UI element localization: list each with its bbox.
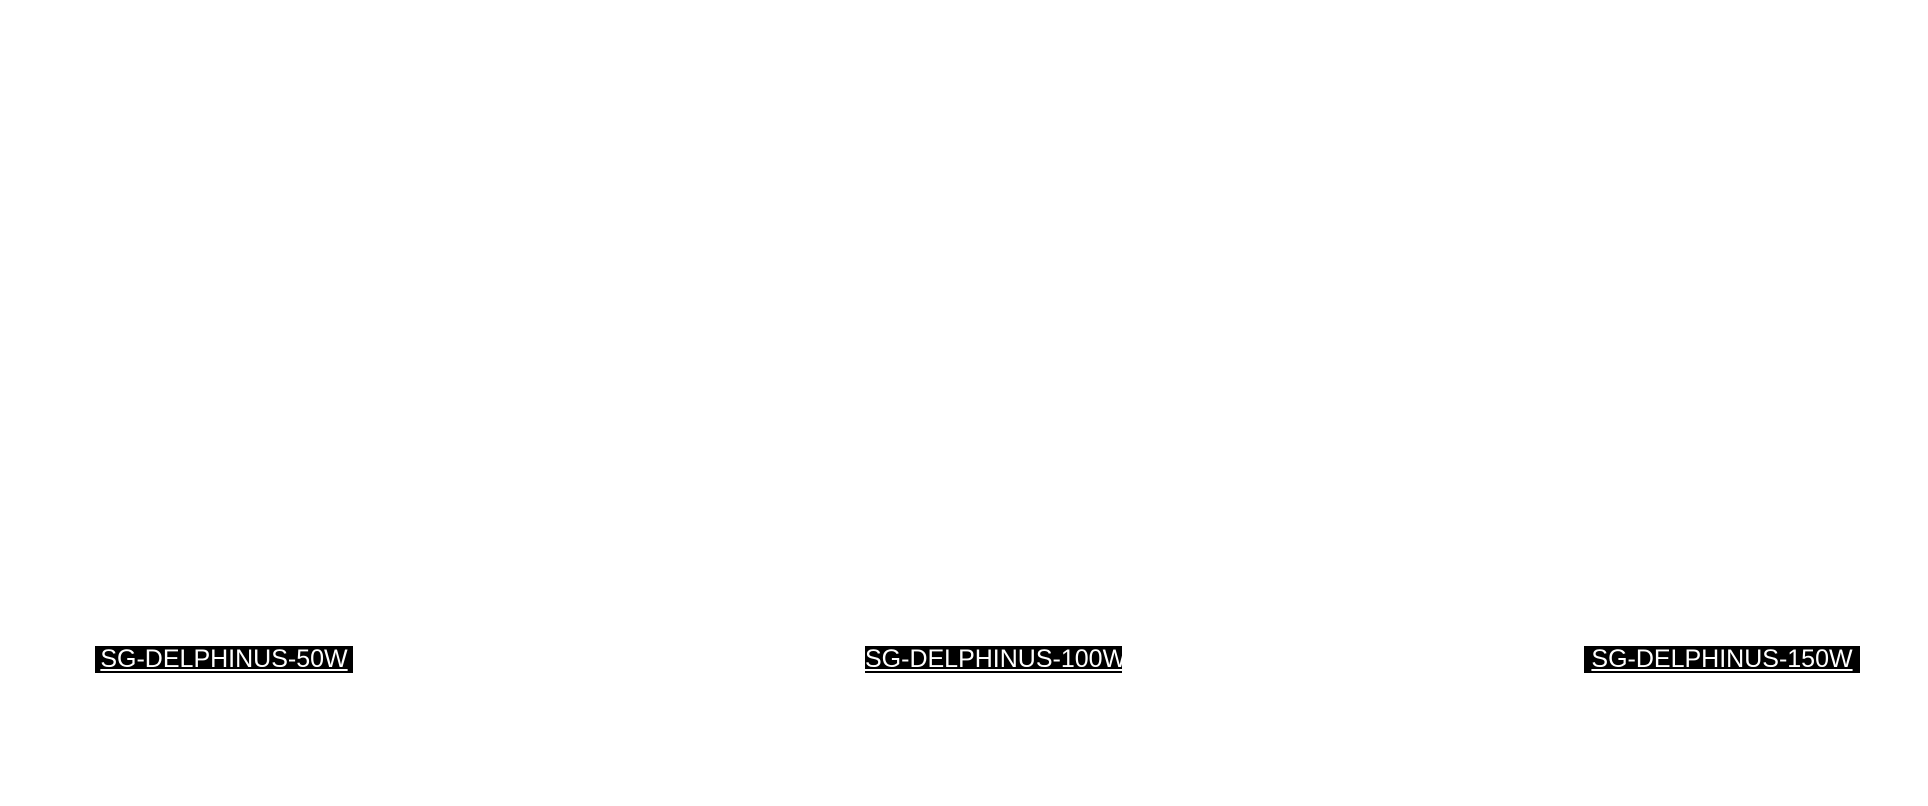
label-sg-delphinus-150w[interactable]: SG-DELPHINUS-150W [1584, 646, 1860, 673]
label-sg-delphinus-100w[interactable]: SG-DELPHINUS-100W [865, 646, 1122, 673]
label-sg-delphinus-50w[interactable]: SG-DELPHINUS-50W [95, 646, 353, 673]
